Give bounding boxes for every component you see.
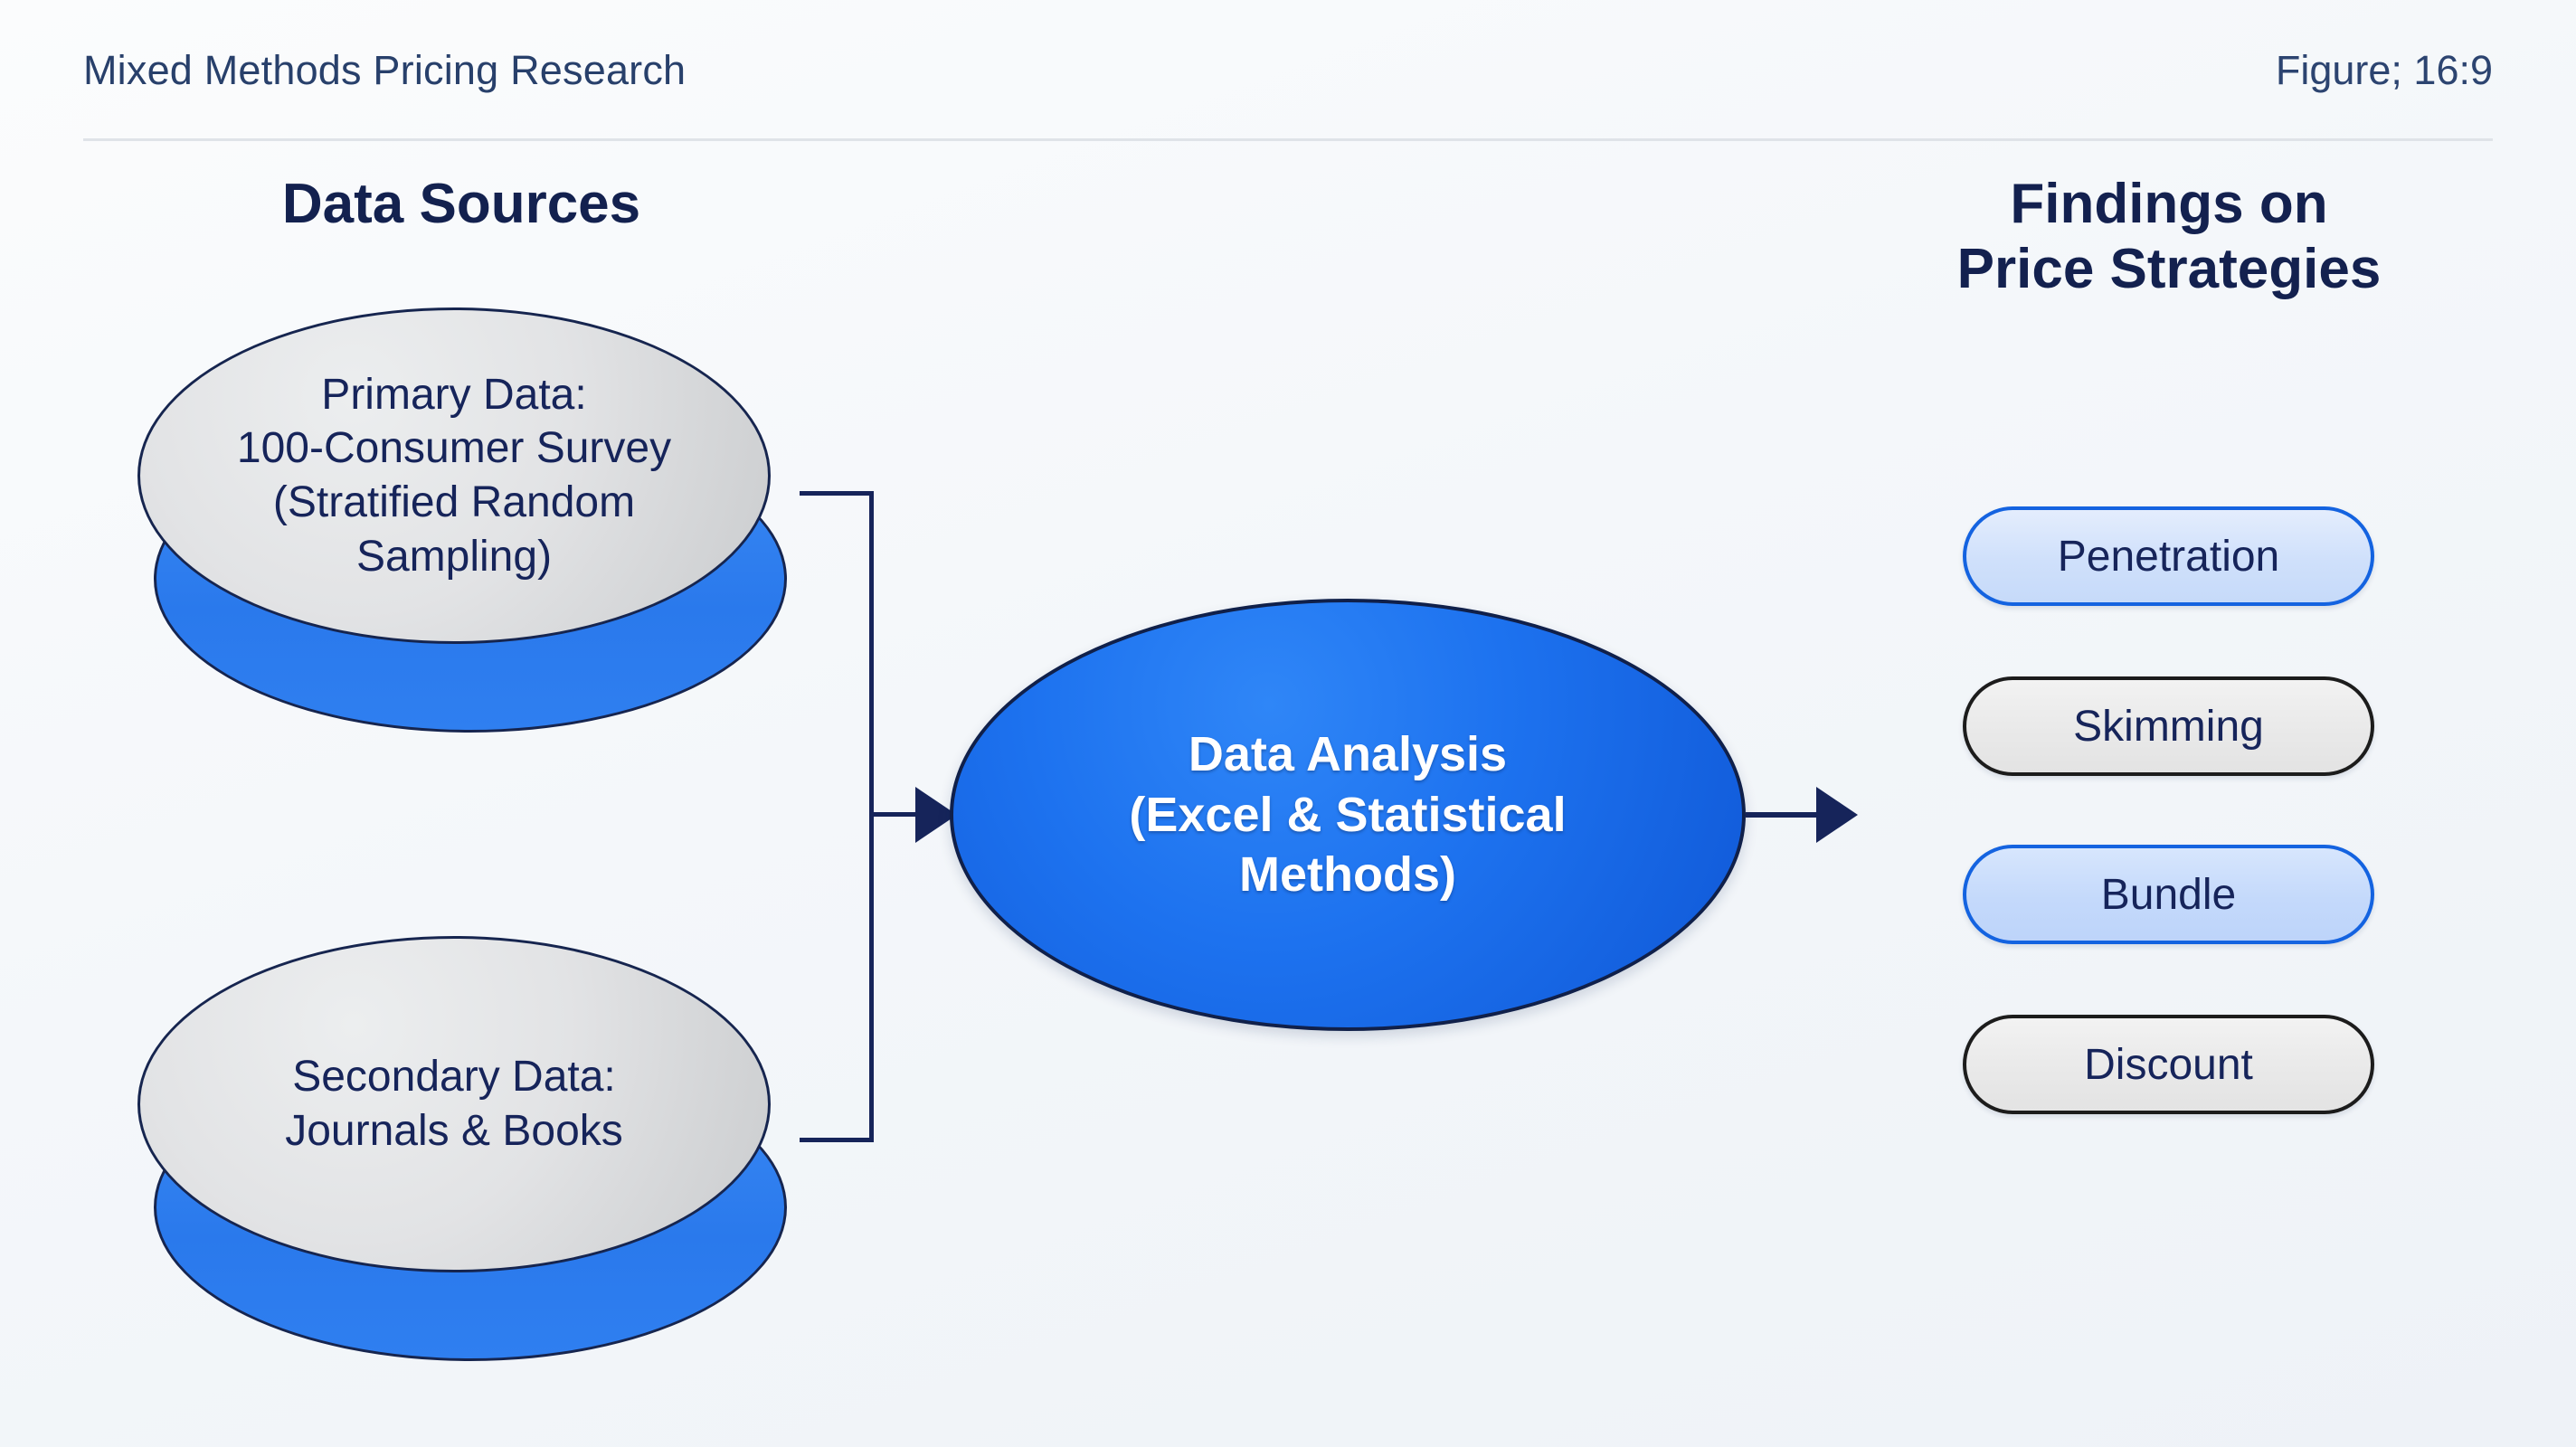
data-source-label-secondary: Secondary Data: Journals & Books: [285, 1053, 623, 1155]
connector-merge-bracket: [869, 491, 874, 1142]
slide-header: Mixed Methods Pricing Research Figure; 1…: [0, 0, 2576, 143]
connector-stub-secondary: [800, 1138, 874, 1142]
finding-pill-bundle[interactable]: Bundle: [1963, 845, 2374, 944]
data-source-label-primary: Primary Data: 100-Consumer Survey (Strat…: [236, 370, 672, 581]
arrow-right-icon-out-of-process: [1816, 787, 1858, 843]
cylinder-top-face: Secondary Data: Journals & Books: [137, 936, 771, 1272]
finding-pill-label: Discount: [2084, 1040, 2253, 1089]
figure-ratio-label: Figure; 16:9: [2275, 47, 2493, 93]
data-source-cylinder-primary[interactable]: Primary Data: 100-Consumer Survey (Strat…: [137, 307, 807, 733]
header-divider: [83, 138, 2493, 141]
finding-pill-penetration[interactable]: Penetration: [1963, 506, 2374, 606]
finding-pill-skimming[interactable]: Skimming: [1963, 676, 2374, 776]
connector-line-into-process: [869, 812, 927, 817]
finding-pill-discount[interactable]: Discount: [1963, 1015, 2374, 1114]
finding-pill-label: Skimming: [2073, 702, 2264, 751]
process-node-data-analysis[interactable]: Data Analysis (Excel & Statistical Metho…: [950, 599, 1746, 1031]
cylinder-top-face: Primary Data: 100-Consumer Survey (Strat…: [137, 307, 771, 644]
finding-pill-label: Penetration: [2057, 532, 2280, 581]
finding-pill-label: Bundle: [2100, 870, 2237, 919]
column-heading-findings: Findings on Price Strategies: [1956, 173, 2382, 300]
connector-stub-primary: [800, 491, 874, 496]
page-title: Mixed Methods Pricing Research: [83, 47, 687, 93]
connector-line-out-of-process: [1746, 812, 1823, 818]
data-source-cylinder-secondary[interactable]: Secondary Data: Journals & Books: [137, 936, 807, 1361]
process-node-label: Data Analysis (Excel & Statistical Metho…: [1129, 726, 1567, 903]
column-heading-data-sources: Data Sources: [281, 173, 641, 235]
